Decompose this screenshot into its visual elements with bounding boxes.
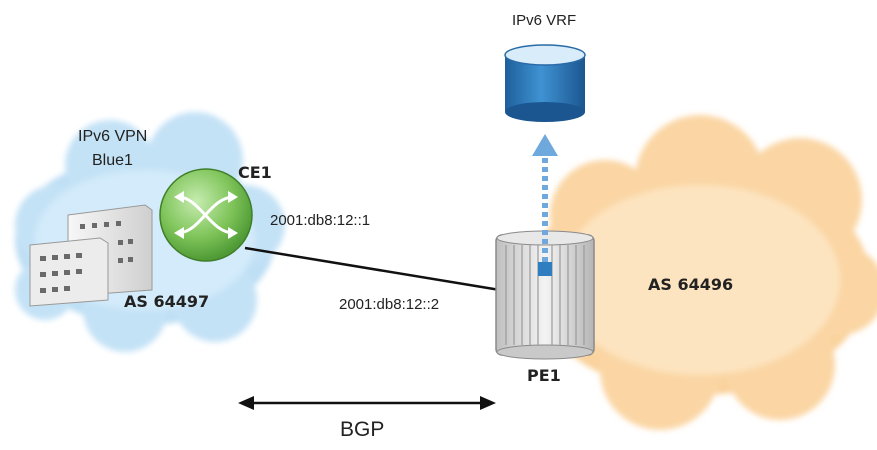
- pe-name-label: PE1: [527, 366, 561, 385]
- bgp-label: BGP: [340, 418, 385, 441]
- ce-pe-link: [244, 246, 501, 292]
- ce-name-label: CE1: [238, 163, 272, 182]
- bgp-arrow: [238, 396, 496, 410]
- ce-address-label: 2001:db8:12::1: [270, 212, 371, 229]
- vpn-title-line2: Blue1: [92, 152, 133, 169]
- pe-router-icon: [495, 230, 595, 360]
- vpn-as-label: AS 64497: [124, 292, 210, 311]
- provider-cloud: [530, 115, 877, 430]
- vrf-label: IPv6 VRF: [512, 12, 577, 29]
- database-icon: [504, 44, 586, 122]
- building-icon: [29, 204, 153, 307]
- vpn-title-line1: IPv6 VPN: [78, 128, 148, 145]
- router-icon: [159, 168, 253, 262]
- vrf-dotted-arrow: [532, 134, 558, 262]
- pe-address-label: 2001:db8:12::2: [339, 296, 440, 313]
- provider-as-label: AS 64496: [648, 275, 734, 294]
